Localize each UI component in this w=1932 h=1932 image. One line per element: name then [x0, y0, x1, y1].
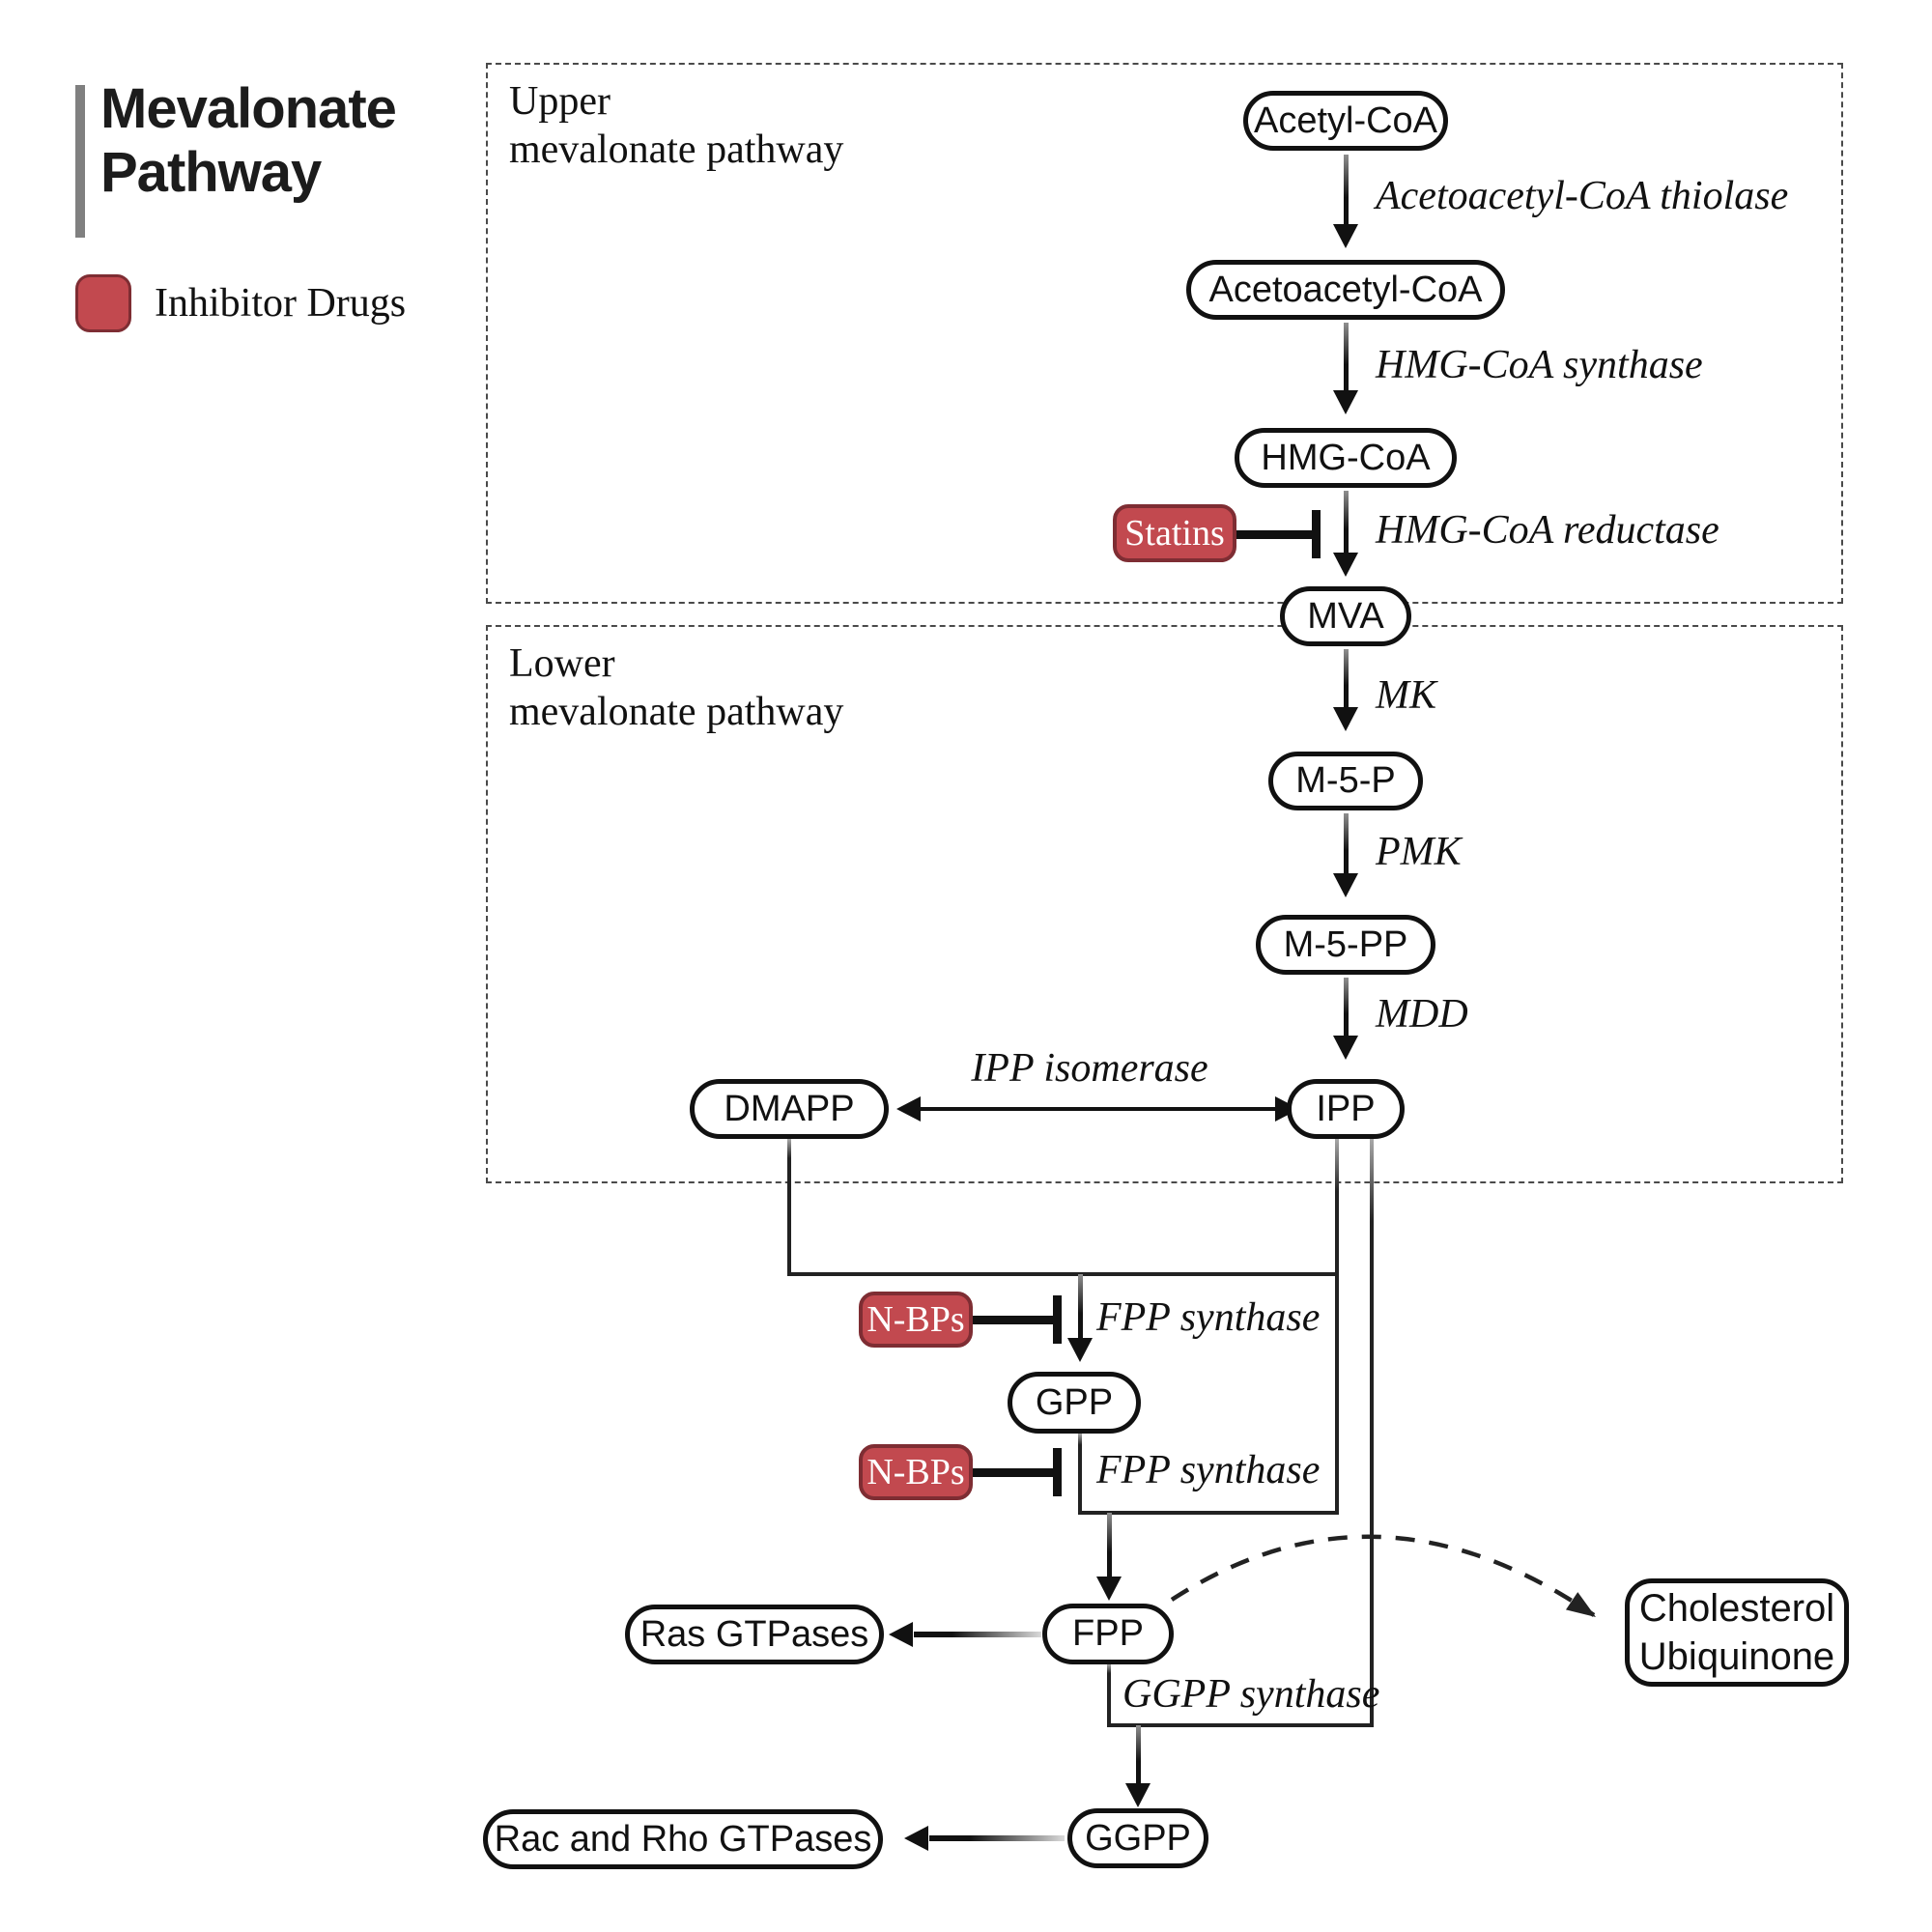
enzyme-hmg-synthase-label: HMG-CoA synthase — [1376, 343, 1703, 387]
arrow-to-ggpp — [1136, 1725, 1141, 1785]
lower-pathway-box — [486, 625, 1843, 1183]
nbps-2-inhibition-tbar-icon — [1053, 1448, 1062, 1496]
enzyme-hmg-reductase-label: HMG-CoA reductase — [1376, 508, 1719, 553]
node-rac-rho-gtpases: Rac and Rho GTPases — [483, 1809, 883, 1869]
arrowhead-down-icon — [1333, 224, 1358, 248]
arrow-acetylcoa-to-acetoacetylcoa — [1344, 155, 1349, 226]
arrowhead-left-icon — [889, 1622, 913, 1647]
arrow-acetoacetylcoa-to-hmgcoa — [1344, 323, 1349, 392]
ipp-down-line-a — [1335, 1139, 1339, 1515]
arrowhead-left-icon — [896, 1096, 921, 1122]
upper-pathway-label: Upper mevalonate pathway — [509, 77, 843, 174]
statins-inhibition-tbar-icon — [1312, 510, 1321, 558]
enzyme-thiolase-label: Acetoacetyl-CoA thiolase — [1376, 174, 1789, 218]
enzyme-ggpp-synthase-label: GGPP synthase — [1122, 1672, 1380, 1717]
inhibitor-legend-label: Inhibitor Drugs — [155, 281, 407, 326]
page-title: Mevalonate Pathway — [100, 77, 397, 205]
upper-pathway-label-line1: Upper — [509, 79, 611, 124]
nbps-inhibitor-pill-1: N-BPs — [859, 1292, 973, 1348]
ubiquinone-label: Ubiquinone — [1638, 1635, 1835, 1678]
node-gpp: GPP — [1008, 1372, 1141, 1434]
ggpp-to-racrho-shaft — [929, 1835, 1065, 1841]
arrow-to-gpp — [1078, 1274, 1083, 1340]
fpp-down-line — [1107, 1664, 1111, 1727]
enzyme-mdd-label: MDD — [1376, 992, 1468, 1037]
node-cholesterol-ubiquinone: Cholesterol Ubiquinone — [1625, 1578, 1849, 1687]
enzyme-mk-label: MK — [1376, 673, 1436, 718]
arrowhead-down-icon — [1333, 1036, 1358, 1060]
title-accent-bar — [75, 85, 85, 238]
node-ras-gtpases: Ras GTPases — [625, 1605, 884, 1664]
ipp-down-line-b — [1370, 1139, 1374, 1727]
condensation-bracket-2 — [1078, 1511, 1339, 1515]
arrowhead-down-icon — [1067, 1338, 1093, 1362]
arrow-mva-to-m5p — [1344, 649, 1349, 709]
statins-inhibition-bar — [1236, 530, 1319, 539]
enzyme-fpp-synthase-1-label: FPP synthase — [1096, 1295, 1321, 1340]
page-title-line2: Pathway — [100, 141, 322, 204]
node-acetoacetyl-coa: Acetoacetyl-CoA — [1186, 260, 1505, 320]
condensation-bracket-3 — [1107, 1723, 1374, 1727]
node-hmg-coa: HMG-CoA — [1235, 428, 1457, 488]
node-m5pp: M-5-PP — [1256, 915, 1435, 975]
node-acetyl-coa: Acetyl-CoA — [1243, 91, 1448, 151]
fpp-to-ras-shaft — [914, 1632, 1041, 1637]
upper-pathway-label-line2: mevalonate pathway — [509, 128, 844, 172]
arrow-to-fpp — [1107, 1513, 1112, 1578]
lower-pathway-label: Lower mevalonate pathway — [509, 639, 843, 736]
enzyme-ipp-isomerase-label: IPP isomerase — [971, 1046, 1208, 1091]
arrowhead-down-icon — [1333, 707, 1358, 731]
arrow-m5p-to-m5pp — [1344, 813, 1349, 875]
statins-inhibitor-pill: Statins — [1113, 504, 1236, 562]
node-dmapp: DMAPP — [690, 1079, 889, 1139]
nbps-1-inhibition-tbar-icon — [1053, 1295, 1062, 1344]
arrowhead-down-icon — [1125, 1783, 1151, 1807]
arrowhead-left-icon — [904, 1826, 928, 1851]
lower-pathway-label-line1: Lower — [509, 641, 615, 686]
node-mva: MVA — [1280, 586, 1411, 646]
arrow-m5pp-to-ipp — [1344, 978, 1349, 1037]
node-ipp: IPP — [1287, 1079, 1405, 1139]
gpp-down-line — [1078, 1434, 1082, 1515]
upper-pathway-box — [486, 63, 1843, 604]
node-ggpp: GGPP — [1067, 1808, 1208, 1868]
node-fpp: FPP — [1042, 1604, 1174, 1664]
page-title-line1: Mevalonate — [100, 77, 397, 140]
lower-pathway-label-line2: mevalonate pathway — [509, 690, 844, 734]
enzyme-pmk-label: PMK — [1376, 830, 1462, 874]
arrowhead-down-icon — [1333, 553, 1358, 577]
dmapp-ipp-double-arrow-shaft — [918, 1107, 1277, 1111]
arrowhead-down-icon — [1333, 390, 1358, 414]
nbps-inhibitor-pill-2: N-BPs — [859, 1444, 973, 1500]
arrowhead-down-icon — [1096, 1577, 1122, 1601]
cholesterol-label: Cholesterol — [1638, 1587, 1835, 1630]
inhibitor-legend-swatch-icon — [75, 274, 131, 332]
condensation-bracket-1 — [787, 1272, 1339, 1276]
nbps-2-inhibition-bar — [973, 1468, 1058, 1477]
dmapp-down-line — [787, 1139, 791, 1276]
enzyme-fpp-synthase-2-label: FPP synthase — [1096, 1448, 1321, 1492]
arrow-hmgcoa-to-mva — [1344, 491, 1349, 554]
node-m5p: M-5-P — [1268, 752, 1423, 810]
nbps-1-inhibition-bar — [973, 1316, 1058, 1324]
arrowhead-down-icon — [1333, 873, 1358, 897]
